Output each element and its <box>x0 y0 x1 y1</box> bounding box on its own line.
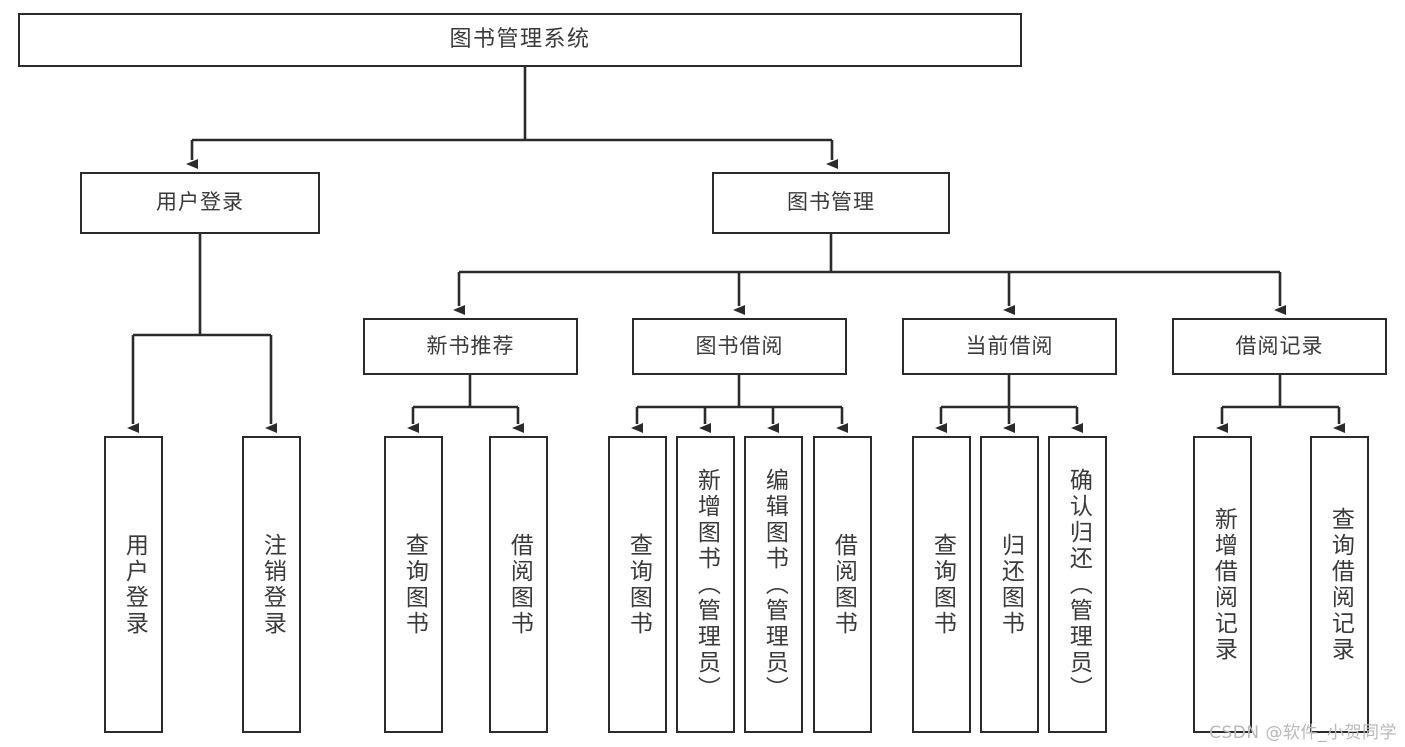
leaf-borrow-add-book-admin[interactable]: 新增图书（管理员） <box>676 436 735 733</box>
node-label: 用户登录 <box>156 190 244 215</box>
node-label: 编辑图书（管理员） <box>761 467 788 702</box>
leaf-record-query-record[interactable]: 查询借阅记录 <box>1310 436 1369 733</box>
node-label: 图书管理系统 <box>449 26 591 52</box>
leaf-recommend-query-book[interactable]: 查询图书 <box>384 436 443 733</box>
leaf-user-login-signout[interactable]: 注销登录 <box>242 436 301 733</box>
node-label: 当前借阅 <box>965 333 1054 358</box>
leaf-user-login-signin[interactable]: 用户登录 <box>104 436 163 733</box>
node-user-login[interactable]: 用户登录 <box>80 172 320 234</box>
node-label: 查询借阅记录 <box>1327 506 1354 663</box>
node-new-book-recommend[interactable]: 新书推荐 <box>363 318 578 375</box>
leaf-record-add-record[interactable]: 新增借阅记录 <box>1193 436 1252 733</box>
node-label: 图书借阅 <box>695 333 784 358</box>
node-label: 用户登录 <box>121 532 148 637</box>
node-root-system[interactable]: 图书管理系统 <box>18 13 1022 67</box>
node-label: 查询图书 <box>625 532 652 637</box>
leaf-borrow-borrow-book[interactable]: 借阅图书 <box>813 436 872 733</box>
node-label: 借阅记录 <box>1235 333 1324 358</box>
node-book-borrow[interactable]: 图书借阅 <box>632 318 847 375</box>
node-label: 确认归还（管理员） <box>1065 467 1092 702</box>
leaf-current-confirm-return-admin[interactable]: 确认归还（管理员） <box>1048 436 1107 733</box>
node-label: 归还图书 <box>997 532 1024 637</box>
node-label: 查询图书 <box>929 532 956 637</box>
node-label: 新书推荐 <box>426 333 515 358</box>
node-label: 图书管理 <box>787 190 875 215</box>
node-label: 查询图书 <box>401 532 428 637</box>
node-borrow-record[interactable]: 借阅记录 <box>1172 318 1387 375</box>
leaf-borrow-query-book[interactable]: 查询图书 <box>608 436 667 733</box>
node-label: 新增借阅记录 <box>1210 506 1237 663</box>
leaf-borrow-edit-book-admin[interactable]: 编辑图书（管理员） <box>744 436 803 733</box>
node-current-borrow[interactable]: 当前借阅 <box>902 318 1117 375</box>
leaf-current-return-book[interactable]: 归还图书 <box>980 436 1039 733</box>
node-book-management[interactable]: 图书管理 <box>712 172 950 234</box>
leaf-current-query-book[interactable]: 查询图书 <box>912 436 971 733</box>
node-label: 注销登录 <box>259 532 286 637</box>
node-label: 借阅图书 <box>830 532 857 637</box>
node-label: 借阅图书 <box>506 532 533 637</box>
node-label: 新增图书（管理员） <box>693 467 720 702</box>
leaf-recommend-borrow-book[interactable]: 借阅图书 <box>489 436 548 733</box>
